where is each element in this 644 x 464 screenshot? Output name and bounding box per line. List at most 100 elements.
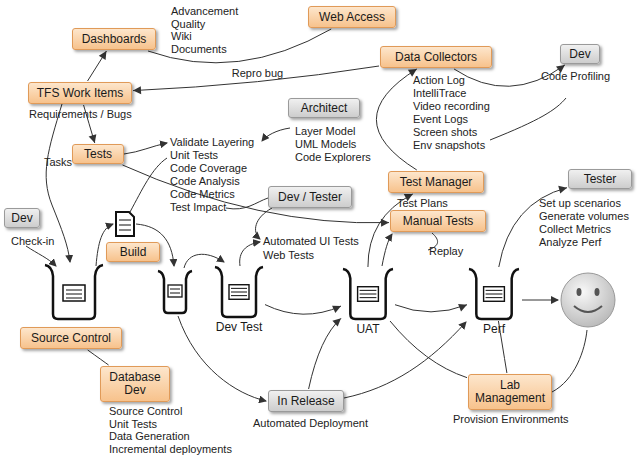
node-note: UML Models [295,138,356,150]
bin-shape [343,269,393,319]
arrow-head [458,304,467,311]
connector [390,321,467,378]
node-title: Perf [448,323,540,336]
tool-box: Tests [72,144,124,164]
tool-box: Data CollectorsAction LogIntelliTraceVid… [380,46,492,68]
node-note: Code Explorers [295,151,371,163]
node-note: Data Generation [109,430,190,442]
role-box: Dev / TesterAutomated UI TestsWeb Tests [268,186,352,208]
connector [265,305,341,315]
connector [88,350,109,365]
document-lines [170,289,180,293]
connector-line [390,321,467,378]
flow-arrow [382,234,392,266]
source-bin [45,265,103,319]
connector-line [376,69,416,170]
node-note: Video recording [413,100,490,112]
node-title: Dev Test [194,321,284,334]
bin-outline [214,266,264,318]
note-text: Tasks [44,156,72,168]
node-note: Analyze Perf [539,236,601,248]
note-text: Unit Tests [170,149,218,161]
role-box: TesterSet up scenariosGenerate volumesCo… [568,169,632,189]
connector [376,69,416,170]
flow-line [552,330,587,392]
node-note: Source Control [109,405,182,417]
smiley-mouth [574,306,602,312]
bin-shape [215,267,263,317]
flow-line [130,158,167,212]
tool-box: Lab ManagementProvision Environments [468,374,552,410]
tool-box: Test ManagerTest Plans [388,171,484,193]
node-note: Automated Deployment [253,417,368,429]
note-text: Test Impact [170,201,226,213]
connector-line [88,51,107,81]
bin-shape [469,269,519,319]
bin-outline [468,268,520,320]
environment-bin: Perf [468,268,520,320]
connector [133,66,379,94]
node-note: Set up scenarios [539,197,621,209]
connector [309,318,341,389]
connector-line [395,305,467,312]
document-icon [63,285,85,301]
node-title: Manual Tests [401,215,475,228]
document-icon [358,287,379,302]
node-note: Code Profiling [541,70,610,82]
build-icon [116,212,134,236]
document-icon [229,285,249,300]
node-note: Screen shots [413,126,477,138]
node-title: Lab Management [469,379,551,405]
arrow-head [89,134,97,143]
node-title: Architect [299,102,350,115]
edge-label: Repro bug [232,67,283,79]
node-note: Advancement [171,5,238,17]
connector [123,165,389,227]
node-title: Tester [582,173,619,186]
connector [395,304,467,312]
bin-outline [342,268,394,320]
node-note: Generate volumes [539,210,629,222]
arrow-head [133,86,141,94]
node-note: Env snapshots [413,139,485,151]
connector-line [265,305,341,315]
node-title: Dev [9,212,34,225]
role-box: In ReleaseAutomated Deployment [268,390,344,412]
node-note: Automated UI Tests [263,235,359,247]
node-note: Provision Environments [453,413,569,425]
node-note: Incremental deployments [109,443,232,455]
document-lines [360,290,377,297]
document-lines [119,220,131,230]
document-lines [486,290,503,297]
document-icon [168,285,182,297]
tool-box: DashboardsAdvancementQualityWikiDocument… [72,28,156,50]
node-title: Dashboards [80,33,149,46]
node-title: UAT [322,323,414,336]
node-title: In Release [275,395,336,408]
tool-box: Source Control [20,327,122,349]
smiley-face [561,273,615,327]
node-note: Event Logs [413,113,468,125]
node-note: Test Plans [397,197,448,209]
role-box: ArchitectLayer ModelUML ModelsCode Explo… [288,98,360,118]
flow-arrow [26,246,56,266]
node-note: Documents [171,43,227,55]
node-note: Collect Metrics [539,223,611,235]
role-box: DevCode Profiling [560,44,600,64]
connector-line [123,165,389,223]
node-note: Unit Tests [109,418,157,430]
node-title: Tests [82,148,114,161]
node-note: Layer Model [295,125,356,137]
note-text: Code Coverage [170,162,247,174]
node-title: Dev / Tester [276,191,344,204]
connector [148,29,331,63]
environment-bin: UAT [342,268,394,320]
node-note: Replay [429,245,463,257]
connector-line [88,350,109,365]
smiley-eye [595,288,600,296]
flow-arrow [522,300,558,301]
node-note: IntelliTrace [413,87,466,99]
node-title: Data Collectors [393,51,479,64]
node-title: Database Dev [101,371,169,397]
node-note: Web Tests [263,249,314,261]
